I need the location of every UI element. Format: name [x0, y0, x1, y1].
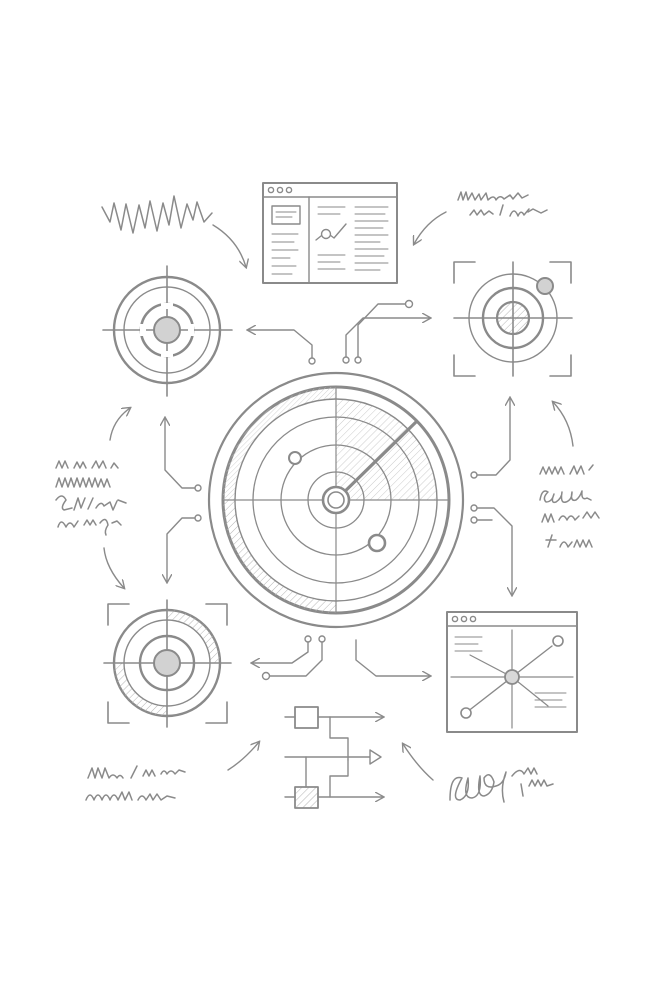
flowchart-bottom [284, 706, 383, 809]
scribble-bottom-left-1 [87, 765, 186, 779]
scribble-left-2 [55, 477, 111, 488]
target-crosshair-bottom-left [103, 599, 232, 728]
scribble-right-2 [539, 490, 592, 504]
target-crosshair-top-right [453, 261, 573, 377]
target-crosshair-top-left [102, 265, 233, 397]
browser-window-top [262, 182, 398, 284]
curved-arrows [103, 211, 574, 781]
scribble-top-left [101, 195, 213, 234]
scribble-left-1 [55, 460, 119, 469]
scribble-right-3 [541, 511, 600, 523]
central-radar [207, 371, 465, 629]
scribble-notes [55, 191, 600, 803]
scribble-bottom-right [449, 767, 554, 803]
scribble-right-4 [545, 534, 593, 548]
scribble-bottom-left-2 [85, 791, 176, 801]
browser-window-bottom-right [446, 611, 578, 733]
radar-connectors [165, 299, 512, 680]
scribble-top-right [457, 191, 548, 217]
scribble-right-1 [539, 464, 594, 475]
scribble-left-3 [55, 495, 127, 511]
scribble-left-4 [57, 518, 122, 536]
